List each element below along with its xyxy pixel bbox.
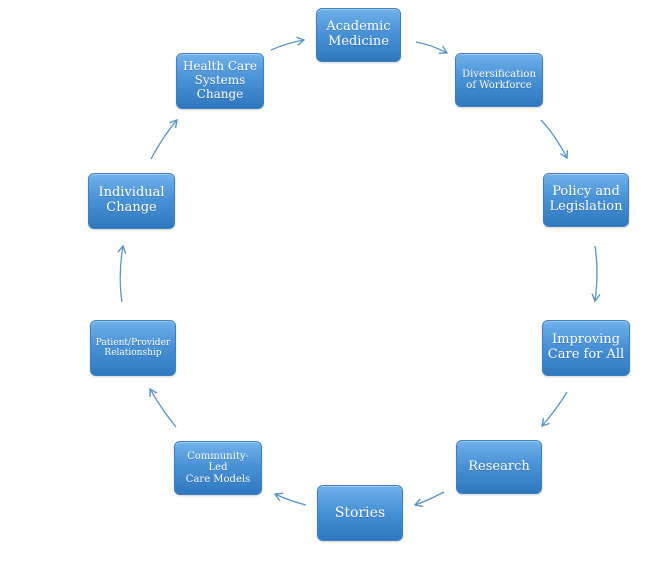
node-diversification-of-workforce: Diversification of Workforce — [455, 53, 543, 107]
arrow-research-to-stories — [413, 491, 445, 508]
arrow-stories-to-community — [273, 492, 307, 506]
arrow-diversification-to-policy — [540, 119, 569, 160]
arrow-patient-to-individual — [117, 244, 127, 303]
arrow-community-to-patient — [149, 387, 177, 428]
node-improving-care-for-all: Improving Care for All — [542, 320, 630, 376]
arrow-policy-to-improving — [591, 245, 601, 303]
arrow-improving-to-research — [541, 391, 568, 428]
node-individual-change: Individual Change — [88, 173, 175, 229]
node-community-led-care-models: Community-Led Care Models — [174, 441, 262, 495]
node-patient-provider-relationship: Patient/Provider Relationship — [90, 320, 176, 376]
node-stories: Stories — [317, 485, 403, 541]
node-health-care-systems-change: Health Care Systems Change — [176, 53, 264, 109]
arrow-individual-to-healthcare — [150, 118, 178, 160]
node-academic-medicine: Academic Medicine — [316, 8, 401, 62]
node-policy-and-legislation: Policy and Legislation — [543, 173, 629, 227]
arrow-healthcare-to-academic — [270, 36, 306, 51]
arrow-academic-to-diversification — [415, 41, 449, 54]
node-research: Research — [456, 440, 542, 494]
